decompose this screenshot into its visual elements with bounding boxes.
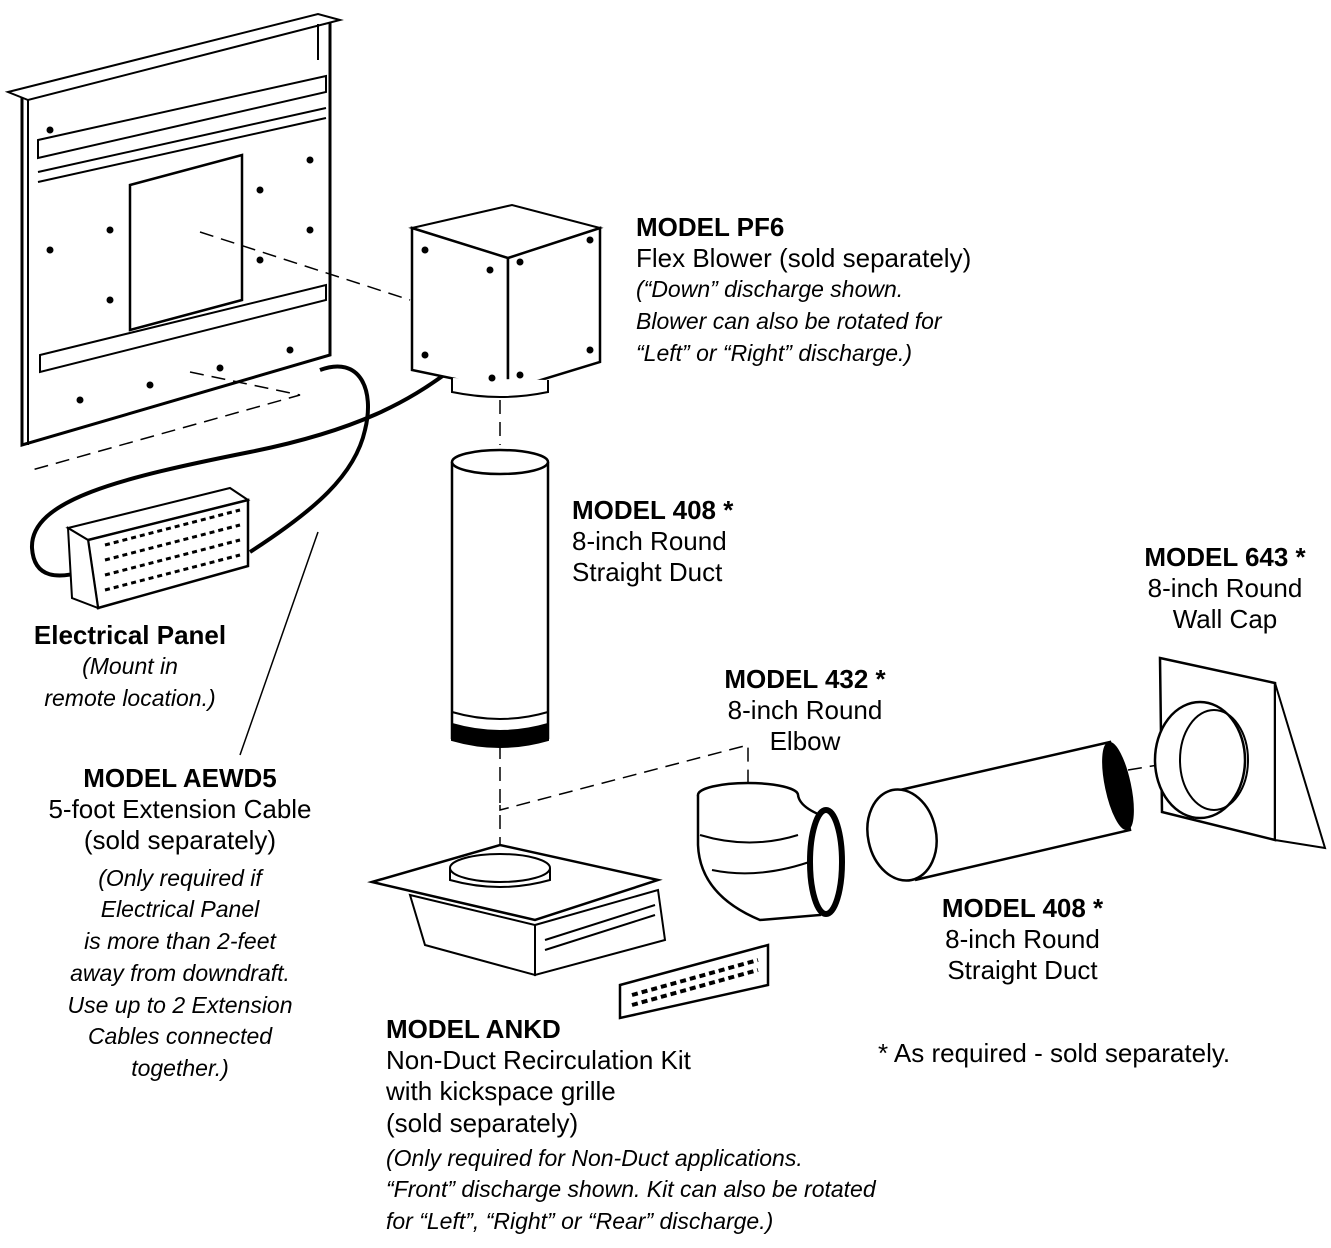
model-pf6-note-line: (“Down” discharge shown. [636,276,904,303]
model-432-description: 8-inch Round [727,695,883,726]
model-pf6-title: MODEL PF6 [636,212,785,242]
model-aewd5-description: (sold separately) [83,825,277,856]
model-643-description: Wall Cap [1172,604,1278,635]
model-aewd5-note-line: Use up to 2 Extension [67,991,293,1018]
model-aewd5-note-line: (Only required if [98,864,262,891]
kickspace-grille-illustration [618,943,770,1020]
model-pf6-note-line: Blower can also be rotated for [636,308,942,335]
model-643-title: MODEL 643 * [1144,542,1306,572]
model-432-title: MODEL 432 * [724,664,886,694]
wall-cap-illustration [1153,656,1327,850]
model-pf6-note-line: “Left” or “Right” discharge.) [636,339,913,366]
cable-leader-line [239,531,319,756]
model-643-description: 8-inch Round [1147,573,1303,604]
vertical-duct-illustration [450,448,550,748]
model-408-vertical-description: Straight Duct [572,557,723,588]
model-aewd5-description: 5-foot Extension Cable [48,794,312,825]
footnote: * As required - sold separately. [878,1038,1230,1069]
label-model-643: MODEL 643 * 8-inch Round Wall Cap [1125,542,1325,636]
electrical-panel-note-line: remote location.) [44,684,216,711]
model-aewd5-note-line: Electrical Panel [100,896,260,923]
model-ankd-description: (sold separately) [386,1107,579,1138]
label-model-ankd: MODEL ANKD Non-Duct Recirculation Kit wi… [386,1014,876,1238]
alignment-dashed-lines [31,231,1201,860]
label-electrical-panel: Electrical Panel (Mount in remote locati… [10,620,250,715]
blower-pf6-illustration [408,203,604,398]
electrical-panel-note-line: (Mount in [82,653,178,680]
label-model-408-horizontal: MODEL 408 * 8-inch Round Straight Duct [920,893,1125,987]
electrical-panel-illustration [65,486,251,610]
model-408-horizontal-title: MODEL 408 * [941,893,1104,923]
horizontal-duct-illustration [866,740,1134,882]
model-aewd5-note-line: Cables connected [87,1023,273,1050]
model-aewd5-note-line: away from downdraft. [70,959,290,986]
model-aewd5-note-line: together.) [131,1054,229,1081]
label-model-432: MODEL 432 * 8-inch Round Elbow [700,664,910,758]
footnote-text: * As required - sold separately. [878,1038,1231,1068]
label-model-aewd5: MODEL AEWD5 5-foot Extension Cable (sold… [20,763,340,1085]
electrical-panel-title: Electrical Panel [33,620,227,650]
model-408-vertical-title: MODEL 408 * [572,495,734,525]
label-model-408-vertical: MODEL 408 * 8-inch Round Straight Duct [572,495,733,589]
label-model-pf6: MODEL PF6 Flex Blower (sold separately) … [636,212,971,370]
model-432-description: Elbow [769,726,841,757]
model-ankd-description: with kickspace grille [386,1076,616,1107]
model-ankd-note-line: for “Left”, “Right” or “Rear” discharge.… [386,1208,774,1235]
model-ankd-note-line: (Only required for Non-Duct applications… [386,1144,803,1171]
model-ankd-note-line: “Front” discharge shown. Kit can also be… [386,1176,876,1203]
model-ankd-title: MODEL ANKD [386,1014,561,1044]
model-ankd-description: Non-Duct Recirculation Kit [386,1045,691,1076]
model-aewd5-title: MODEL AEWD5 [83,763,277,793]
model-pf6-description: Flex Blower (sold separately) [636,243,972,274]
model-408-vertical-description: 8-inch Round [572,526,727,557]
elbow-illustration [696,781,845,922]
model-408-horizontal-description: Straight Duct [947,955,1098,986]
downdraft-unit-illustration [4,12,344,448]
extension-cable [29,364,450,578]
model-408-horizontal-description: 8-inch Round [945,924,1100,955]
model-aewd5-note-line: is more than 2-feet [84,928,276,955]
non-duct-kit-illustration [367,843,667,977]
